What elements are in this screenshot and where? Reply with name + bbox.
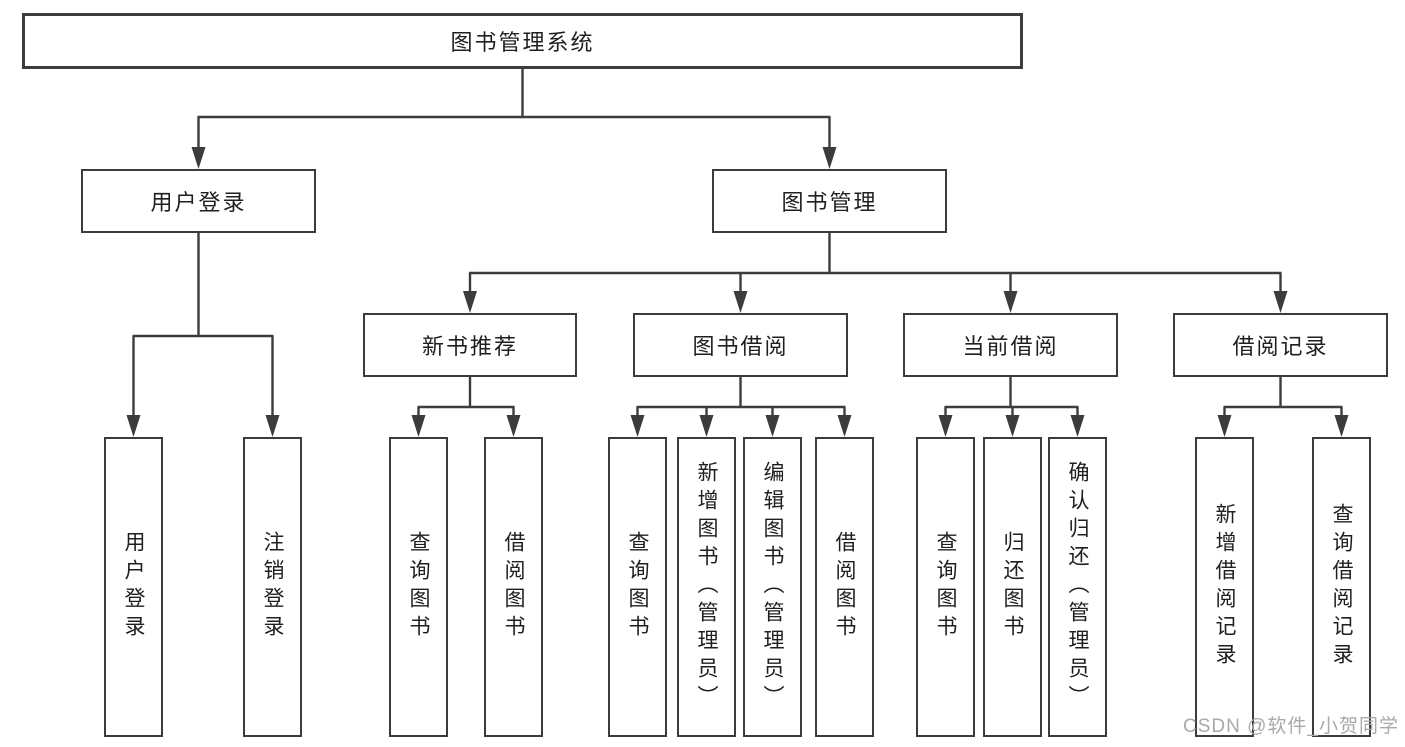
node-book-management: 图书管理 bbox=[712, 169, 947, 233]
node-book-borrowing-label: 图书借阅 bbox=[692, 334, 789, 359]
leaf-nb-query-books-label: 查询图书 bbox=[407, 531, 431, 643]
leaf-bb-query-books-label: 查询图书 bbox=[626, 531, 650, 643]
leaf-bb-add-books-admin-label: 新增图书（管理员） bbox=[695, 461, 719, 713]
csdn-watermark: CSDN @软件_小贺同学 bbox=[1183, 716, 1399, 737]
node-borrow-records: 借阅记录 bbox=[1173, 313, 1388, 377]
leaf-bb-query-books: 查询图书 bbox=[608, 437, 667, 737]
leaf-cb-return-books-label: 归还图书 bbox=[1001, 531, 1025, 643]
leaf-cb-return-books: 归还图书 bbox=[983, 437, 1042, 737]
leaf-bb-borrow-books: 借阅图书 bbox=[815, 437, 874, 737]
leaf-br-add-record-label: 新增借阅记录 bbox=[1213, 503, 1237, 671]
leaf-logout-label: 注销登录 bbox=[261, 531, 285, 643]
node-current-borrowing: 当前借阅 bbox=[903, 313, 1118, 377]
node-new-book-recommend-label: 新书推荐 bbox=[421, 334, 518, 359]
node-user-login: 用户登录 bbox=[81, 169, 316, 233]
leaf-br-query-record-label: 查询借阅记录 bbox=[1330, 503, 1354, 671]
leaf-user-login-label: 用户登录 bbox=[122, 531, 146, 643]
leaf-cb-confirm-return-admin-label: 确认归还（管理员） bbox=[1066, 461, 1090, 713]
leaf-bb-add-books-admin: 新增图书（管理员） bbox=[677, 437, 736, 737]
leaf-cb-query-books-label: 查询图书 bbox=[934, 531, 958, 643]
node-new-book-recommend: 新书推荐 bbox=[363, 313, 577, 377]
leaf-nb-borrow-books: 借阅图书 bbox=[484, 437, 543, 737]
leaf-bb-edit-books-admin-label: 编辑图书（管理员） bbox=[761, 461, 785, 713]
leaf-logout: 注销登录 bbox=[243, 437, 302, 737]
node-root-label: 图书管理系统 bbox=[450, 30, 595, 55]
leaf-nb-query-books: 查询图书 bbox=[389, 437, 448, 737]
node-book-borrowing: 图书借阅 bbox=[633, 313, 848, 377]
node-borrow-records-label: 借阅记录 bbox=[1232, 334, 1329, 359]
leaf-user-login: 用户登录 bbox=[104, 437, 163, 737]
node-book-management-label: 图书管理 bbox=[781, 190, 878, 215]
leaf-br-query-record: 查询借阅记录 bbox=[1312, 437, 1371, 737]
node-current-borrowing-label: 当前借阅 bbox=[962, 334, 1059, 359]
node-root: 图书管理系统 bbox=[22, 13, 1023, 69]
leaf-br-add-record: 新增借阅记录 bbox=[1195, 437, 1254, 737]
leaf-cb-query-books: 查询图书 bbox=[916, 437, 975, 737]
leaf-cb-confirm-return-admin: 确认归还（管理员） bbox=[1048, 437, 1107, 737]
leaf-bb-edit-books-admin: 编辑图书（管理员） bbox=[743, 437, 802, 737]
node-user-login-label: 用户登录 bbox=[150, 190, 247, 215]
leaf-nb-borrow-books-label: 借阅图书 bbox=[502, 531, 526, 643]
leaf-bb-borrow-books-label: 借阅图书 bbox=[833, 531, 857, 643]
